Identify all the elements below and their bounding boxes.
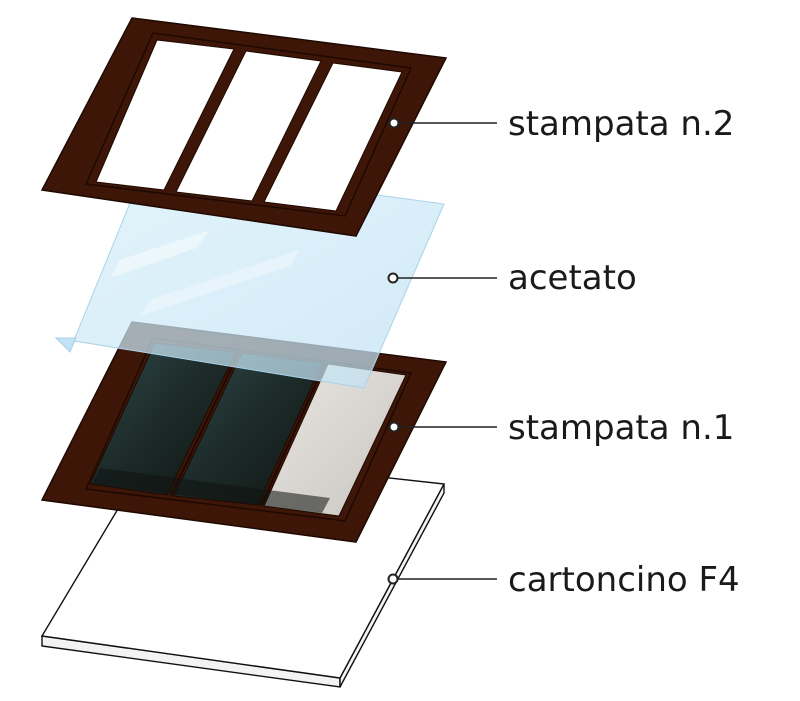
frame1-mullion-left [170, 351, 240, 497]
label-acetato: acetato [508, 258, 637, 298]
frame1-mullion-right [260, 362, 326, 507]
callout-leaders [387, 117, 497, 585]
stampata2-frame [40, 17, 448, 237]
acetate-highlight-1 [110, 230, 210, 278]
anchor-dot-acetato [387, 272, 399, 284]
frame2-pane-left [95, 39, 235, 191]
acetate-highlight-2 [140, 250, 300, 316]
frame2-inner-border [84, 32, 413, 217]
stampata1-frame [40, 321, 448, 543]
frame1-pane-right [263, 363, 407, 517]
label-stampata-n1: stampata n.1 [508, 408, 735, 448]
frame2-pane-middle [175, 50, 322, 202]
acetate-corner-fold [54, 337, 77, 353]
frame1-floor-texture [92, 468, 330, 513]
anchor-dot-stampata1 [388, 421, 400, 433]
label-stampata-n2: stampata n.2 [508, 104, 735, 144]
anchor-dot-cartoncino [387, 573, 399, 585]
label-cartoncino-f4: cartoncino F4 [508, 560, 740, 600]
frame2-pane-right [263, 62, 403, 212]
anchor-dot-stampata2 [388, 117, 400, 129]
